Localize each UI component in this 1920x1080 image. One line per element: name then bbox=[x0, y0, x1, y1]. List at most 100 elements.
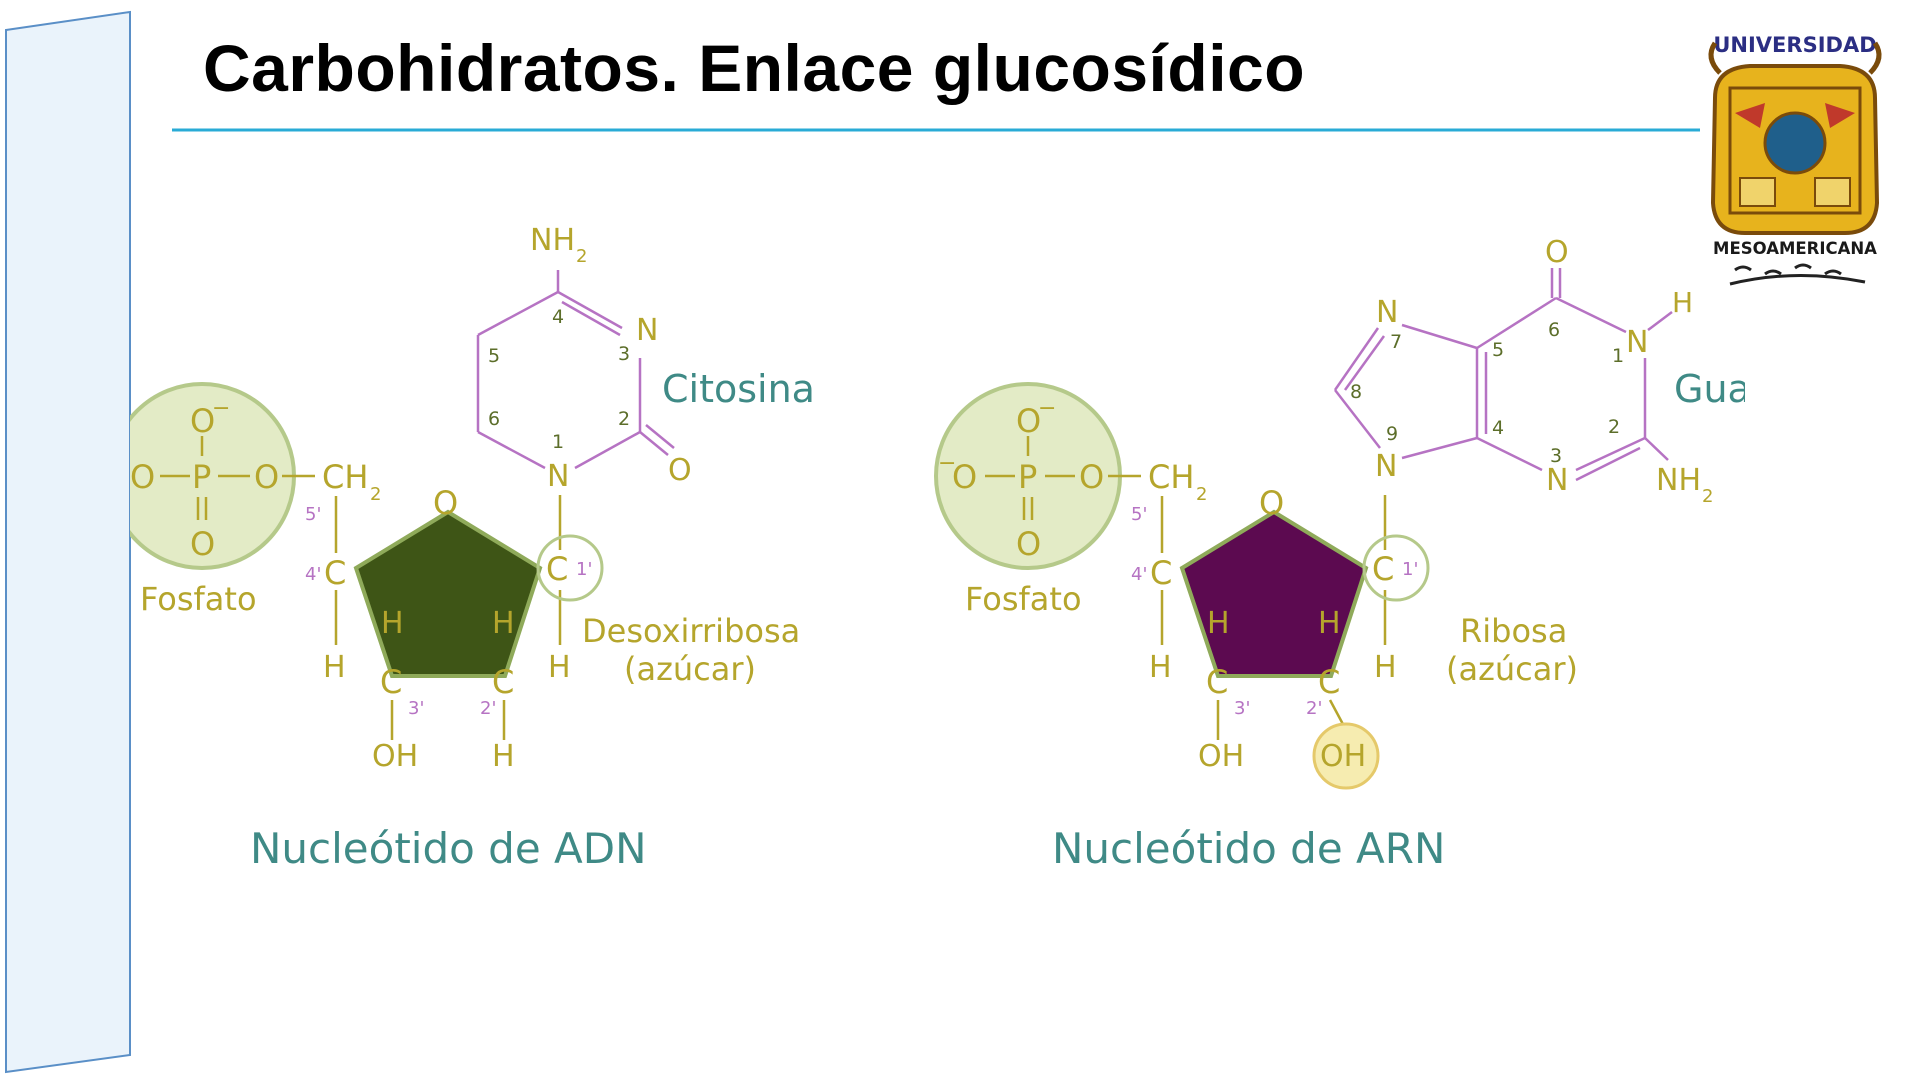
rna-nh2-sub: 2 bbox=[1702, 486, 1713, 507]
rna-h-c3-top: H bbox=[1207, 606, 1230, 641]
dna-deoxyribose-ring bbox=[353, 509, 543, 678]
dna-num-3: 3 bbox=[618, 343, 630, 365]
dna-nh2: NH bbox=[530, 223, 575, 258]
dna-nh2-sub: 2 bbox=[576, 246, 587, 267]
dna-h-c2: H bbox=[492, 739, 515, 774]
rna-n1: N bbox=[1626, 325, 1648, 360]
logo-emblem bbox=[1708, 41, 1882, 235]
dna-c1: C bbox=[546, 550, 568, 588]
rna-oh-highlight bbox=[1312, 722, 1380, 790]
rna-phosphate-p: P bbox=[1018, 458, 1037, 496]
rna-ch2-sub: 2 bbox=[1196, 484, 1207, 505]
dna-c3-label: 3' bbox=[408, 698, 424, 719]
rna-h-n1: H bbox=[1672, 286, 1693, 319]
rna-num-2: 2 bbox=[1608, 416, 1620, 438]
dna-phosphate-o-top: O bbox=[190, 402, 215, 440]
rna-base-name: Guanina bbox=[1674, 367, 1745, 411]
rna-phosphate-o-left: O bbox=[952, 458, 977, 496]
dna-n1: N bbox=[547, 459, 569, 494]
rna-h-c4: H bbox=[1149, 650, 1172, 685]
title-rule bbox=[172, 128, 1700, 132]
rna-nh2: NH bbox=[1656, 463, 1701, 498]
dna-c5-label: 5' bbox=[305, 504, 321, 525]
dna-nucleotide-diagram: O − O P O O Fosfato CH 2 5' O 4' C H H C… bbox=[130, 223, 815, 873]
rna-n9: N bbox=[1375, 449, 1397, 484]
dna-sugar-sub-label: (azúcar) bbox=[624, 650, 756, 688]
rna-sugar-sub-label: (azúcar) bbox=[1446, 650, 1578, 688]
dna-phosphate-o-top-charge: − bbox=[212, 396, 230, 421]
dna-num-2: 2 bbox=[618, 408, 630, 430]
dna-num-6: 6 bbox=[488, 408, 500, 430]
rna-phosphate-o-right: O bbox=[1079, 458, 1104, 496]
dna-cytosine-ring bbox=[476, 270, 675, 470]
rna-c1-label: 1' bbox=[1402, 559, 1418, 580]
logo-bottom-text: MESOAMERICANA bbox=[1713, 239, 1877, 258]
rna-c1-circle bbox=[1362, 534, 1430, 602]
rna-num-5: 5 bbox=[1492, 339, 1504, 361]
rna-num-3: 3 bbox=[1550, 445, 1562, 467]
rna-c4: C bbox=[1150, 554, 1172, 592]
rna-h-c1: H bbox=[1374, 650, 1397, 685]
logo-top-text: UNIVERSIDAD bbox=[1713, 33, 1876, 57]
rna-n7: N bbox=[1376, 295, 1398, 330]
rna-h-c2-top: H bbox=[1318, 606, 1341, 641]
rna-caption: Nucleótido de ARN bbox=[1052, 824, 1445, 873]
dna-phosphate-o-right: O bbox=[254, 458, 279, 496]
side-panel-decoration bbox=[5, 10, 131, 1074]
dna-ring-o: O bbox=[433, 484, 458, 522]
rna-oh-c3: OH bbox=[1198, 739, 1244, 774]
rna-c5-label: 5' bbox=[1131, 504, 1147, 525]
dna-phosphate-o-bottom: O bbox=[190, 525, 215, 563]
university-logo: UNIVERSIDAD MESOAMERICANA bbox=[1708, 33, 1882, 286]
rna-oh-c2: OH bbox=[1320, 739, 1366, 774]
dna-c1-circle bbox=[536, 534, 604, 602]
dna-oh-c3: OH bbox=[372, 739, 418, 774]
rna-phosphate-o-top: O bbox=[1016, 402, 1041, 440]
dna-phosphate-o-left: O bbox=[130, 458, 155, 496]
dna-ch2: CH bbox=[322, 458, 368, 496]
rna-ring-o: O bbox=[1259, 484, 1284, 522]
dna-c4-label: 4' bbox=[305, 564, 321, 585]
dna-o2: O bbox=[668, 453, 692, 488]
dna-n3: N bbox=[636, 313, 658, 348]
dna-base-name: Citosina bbox=[662, 367, 815, 411]
rna-phosphate-o-left-charge: − bbox=[938, 451, 956, 476]
dna-phosphate-p: P bbox=[192, 458, 211, 496]
rna-n3: N bbox=[1546, 463, 1568, 498]
rna-phosphate-o-bottom: O bbox=[1016, 525, 1041, 563]
rna-num-1: 1 bbox=[1612, 345, 1624, 367]
rna-num-4: 4 bbox=[1492, 417, 1504, 439]
rna-ribose-ring bbox=[1179, 509, 1369, 678]
dna-c3: C bbox=[380, 663, 402, 701]
rna-sugar-label: Ribosa bbox=[1460, 612, 1567, 650]
rna-o6: O bbox=[1545, 235, 1569, 270]
dna-num-1: 1 bbox=[552, 431, 564, 453]
rna-c1: C bbox=[1372, 550, 1394, 588]
rna-num-7: 7 bbox=[1390, 331, 1402, 353]
dna-c2-label: 2' bbox=[480, 698, 496, 719]
logo-footprints bbox=[1729, 263, 1866, 286]
rna-c3: C bbox=[1206, 663, 1228, 701]
dna-c2: C bbox=[492, 663, 514, 701]
rna-c3-label: 3' bbox=[1234, 698, 1250, 719]
rna-c2-label: 2' bbox=[1306, 698, 1322, 719]
rna-guanine-rings bbox=[1333, 268, 1673, 482]
dna-num-4: 4 bbox=[552, 306, 564, 328]
dna-num-5: 5 bbox=[488, 345, 500, 367]
page-title: Carbohidratos. Enlace glucosídico bbox=[203, 31, 1306, 105]
rna-phosphate-label: Fosfato bbox=[965, 580, 1082, 618]
dna-h-c3-top: H bbox=[381, 606, 404, 641]
rna-c4-label: 4' bbox=[1131, 564, 1147, 585]
rna-num-8: 8 bbox=[1350, 381, 1362, 403]
dna-ch2-sub: 2 bbox=[370, 484, 381, 505]
rna-phosphate-o-top-charge: − bbox=[1038, 396, 1056, 421]
dna-h-c4: H bbox=[323, 650, 346, 685]
dna-h-c1: H bbox=[548, 650, 571, 685]
dna-h-c2-top: H bbox=[492, 606, 515, 641]
rna-c2: C bbox=[1318, 663, 1340, 701]
rna-num-6: 6 bbox=[1548, 319, 1560, 341]
dna-caption: Nucleótido de ADN bbox=[250, 824, 647, 873]
rna-nucleotide-diagram: O − − O P O O Fosfato CH 2 5' O 4' C H H… bbox=[934, 235, 1745, 873]
rna-num-9: 9 bbox=[1386, 423, 1398, 445]
